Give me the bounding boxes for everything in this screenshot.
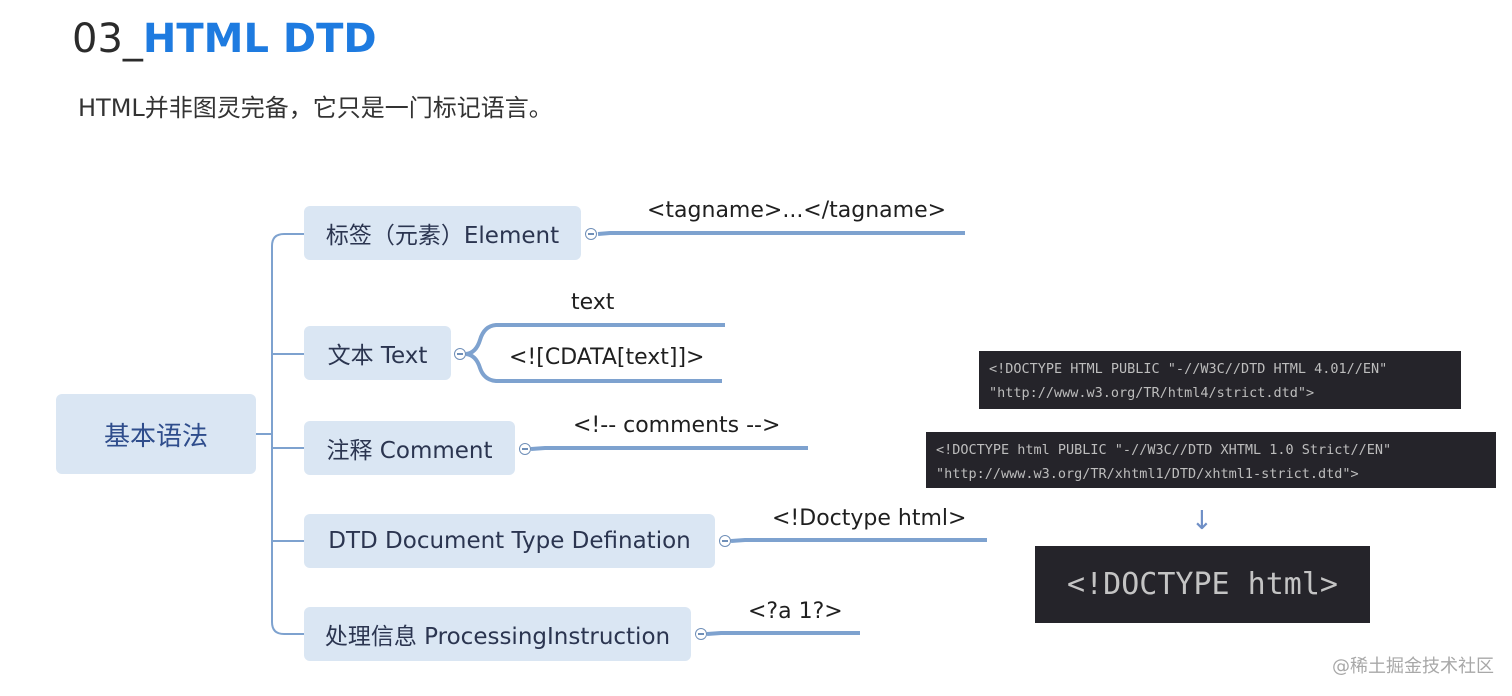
leaf-line-dtd [730, 538, 987, 543]
leaf-element-syntax: <tagname>...</tagname> [647, 198, 947, 223]
leaf-line-text-1 [465, 323, 725, 356]
arrow-down-icon: ↓ [1191, 506, 1213, 536]
branch-comment: 注释 Comment [304, 421, 515, 475]
title-text: HTML DTD [142, 16, 377, 62]
leaf-comment-syntax: <!-- comments --> [573, 413, 781, 438]
branch-processing-instruction: 处理信息 ProcessingInstruction [304, 607, 691, 661]
code-line: "http://www.w3.org/TR/html4/strict.dtd"> [989, 385, 1315, 401]
leaf-cdata: <![CDATA[text]]> [509, 345, 705, 370]
code-line: <!DOCTYPE html PUBLIC "-//W3C//DTD XHTML… [936, 442, 1392, 458]
html4-doctype-code: <!DOCTYPE HTML PUBLIC "-//W3C//DTD HTML … [979, 351, 1461, 409]
title-number: 03_ [72, 16, 143, 62]
leaf-doctype-syntax: <!Doctype html> [772, 506, 967, 531]
leaf-line-element [597, 231, 965, 236]
slide-title: 03_HTML DTD [72, 14, 377, 64]
collapse-toggle-icon[interactable] [519, 443, 531, 455]
collapse-toggle-icon[interactable] [585, 228, 597, 240]
collapse-toggle-icon[interactable] [454, 348, 466, 360]
collapse-toggle-icon[interactable] [695, 628, 707, 640]
leaf-line-pi [706, 631, 860, 636]
leaf-line-text-2 [465, 352, 722, 383]
leaf-text: text [571, 290, 615, 315]
leaf-processing-instruction-syntax: <?a 1?> [748, 599, 843, 624]
trunk-line [271, 233, 304, 635]
subtitle: HTML并非图灵完备，它只是一门标记语言。 [78, 94, 553, 122]
branch-text: 文本 Text [304, 326, 451, 380]
code-line: "http://www.w3.org/TR/xhtml1/DTD/xhtml1-… [936, 466, 1359, 482]
xhtml-doctype-code: <!DOCTYPE html PUBLIC "-//W3C//DTD XHTML… [926, 432, 1496, 488]
code-line: <!DOCTYPE HTML PUBLIC "-//W3C//DTD HTML … [989, 361, 1388, 377]
html5-doctype-code: <!DOCTYPE html> [1035, 546, 1370, 623]
leaf-line-comment [530, 446, 808, 451]
watermark: @稀土掘金技术社区 [1332, 656, 1494, 677]
branch-element: 标签（元素）Element [304, 206, 581, 260]
branch-dtd: DTD Document Type Defination [304, 514, 715, 568]
mindmap-root: 基本语法 [56, 394, 256, 474]
collapse-toggle-icon[interactable] [719, 535, 731, 547]
